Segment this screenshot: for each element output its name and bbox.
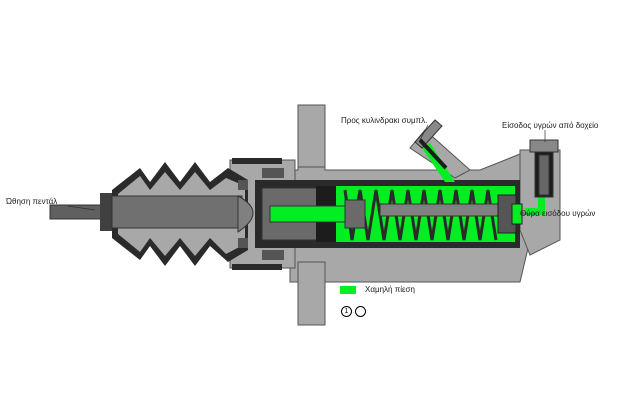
outlet-pipe	[414, 119, 448, 170]
push-rod	[49, 180, 254, 248]
label-inlet-ports: Θύρα εισόδου υγρών	[520, 209, 596, 218]
label-to-slave-cylinder: Προς κυλινδρακι συμπλ.	[341, 116, 428, 125]
legend-low-pressure-swatch	[340, 286, 356, 294]
stop-button[interactable]	[355, 306, 366, 317]
piston	[261, 186, 523, 242]
label-reservoir-inlet: Είσοδος υγρών από δοχείο	[502, 121, 599, 130]
play-button[interactable]: 1	[341, 306, 352, 317]
reservoir-fitting	[529, 139, 559, 198]
legend-low-pressure-label: Χαμηλή πίεση	[365, 285, 415, 294]
leader-lines	[67, 124, 546, 215]
label-pedal-push: Ώθηση πεντάλ	[6, 197, 58, 206]
